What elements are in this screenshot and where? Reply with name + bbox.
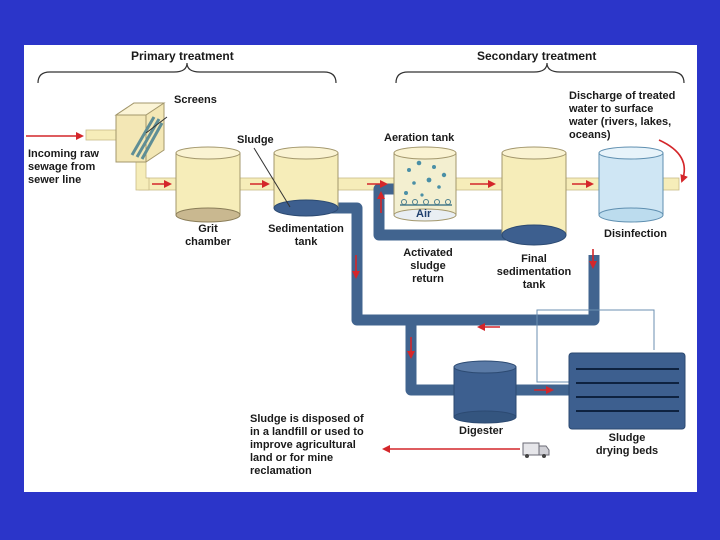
air-bubbles	[404, 160, 447, 197]
digester-label: Digester	[459, 425, 504, 437]
primary-bracket	[37, 62, 337, 84]
primary-treatment-header: Primary treatment	[131, 49, 234, 63]
diagram-panel: Primary treatment Secondary treatment Sc…	[24, 45, 697, 492]
secondary-treatment-header: Secondary treatment	[477, 49, 597, 63]
screens-label: Screens	[174, 94, 217, 106]
sludge-drying-beds	[568, 352, 686, 430]
disinfection-label: Disinfection	[604, 228, 667, 240]
secondary-bracket	[395, 62, 685, 84]
screens-box	[114, 102, 166, 163]
grit-chamber-tank	[175, 146, 241, 223]
disinfection-tank	[598, 146, 664, 223]
flow-arrows	[26, 116, 688, 453]
air-diffusers	[401, 199, 451, 205]
wastewater-diagram	[26, 62, 688, 458]
truck-icon	[522, 442, 550, 458]
air-label: Air	[416, 208, 432, 220]
sludge-label: Sludge	[237, 134, 274, 146]
sedimentation-tank	[273, 146, 339, 217]
thin-outline-pipe	[536, 309, 655, 383]
digester-tank	[453, 360, 517, 424]
final-sedimentation-tank	[501, 146, 567, 246]
aeration-tank	[393, 146, 457, 222]
aeration-tank-label: Aeration tank	[384, 132, 455, 144]
